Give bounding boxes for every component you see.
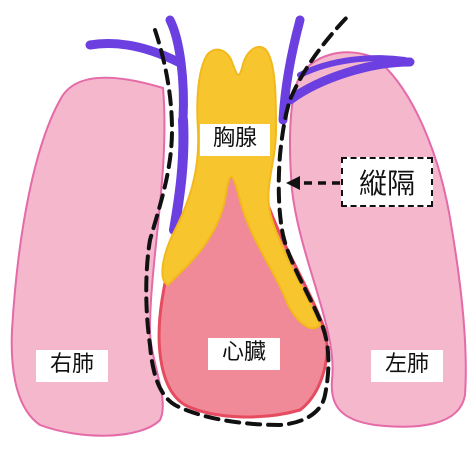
heart-label: 心臓: [208, 338, 280, 370]
mediastinum-label: 縦隔: [341, 157, 433, 207]
thymus-label: 胸腺: [200, 124, 270, 156]
right-lung-shape: [12, 78, 165, 436]
right-lung-label: 右肺: [36, 350, 108, 382]
left-lung-label: 左肺: [371, 350, 443, 382]
